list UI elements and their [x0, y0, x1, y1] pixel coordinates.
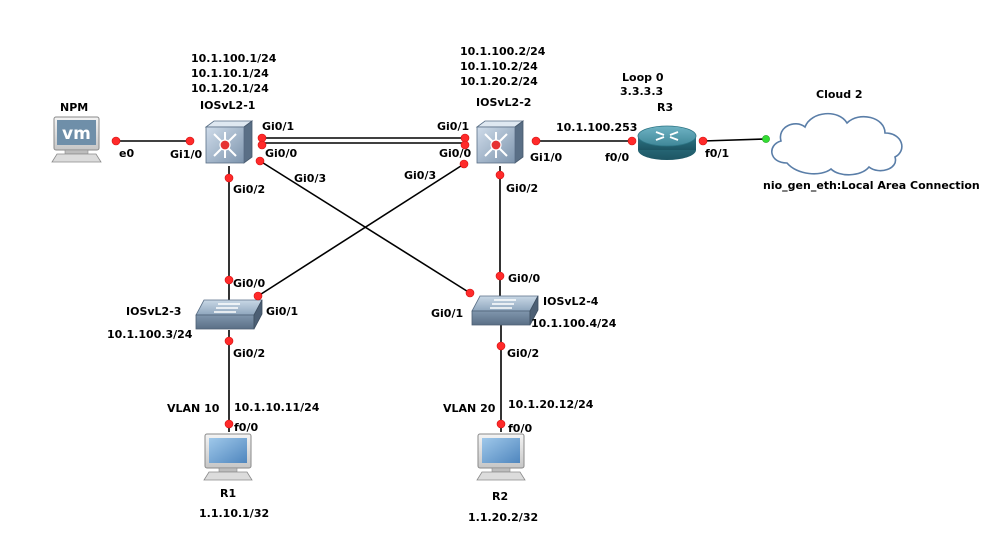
r2-label: R2	[492, 490, 508, 503]
port-label-sw4-gi0-0: Gi0/0	[508, 272, 540, 285]
r3-loop-label: Loop 0	[622, 71, 664, 84]
sw3-ip: 10.1.100.3/24	[107, 328, 193, 341]
sw4-ip: 10.1.100.4/24	[531, 317, 617, 330]
port-dot-sw2-gi1-0[interactable]	[531, 136, 541, 146]
r2-vlan: VLAN 20	[443, 402, 496, 415]
port-dot-sw2-gi0-2[interactable]	[495, 170, 505, 180]
port-label-sw1-gi1-0: Gi1/0	[170, 148, 202, 161]
switch-iosvl2-4[interactable]	[471, 295, 539, 326]
npm-vm-device[interactable]: vm	[51, 116, 102, 163]
port-label-sw1-gi0-3: Gi0/3	[294, 172, 326, 185]
sw1-label: IOSvL2-1	[200, 99, 255, 112]
switch-iosvl2-2[interactable]	[475, 120, 525, 164]
switch-arrows-icon	[214, 303, 240, 313]
port-dot-cloud[interactable]	[762, 135, 770, 143]
switch-iosvl2-1[interactable]	[204, 120, 254, 164]
port-dot-sw4-gi0-2[interactable]	[496, 341, 506, 351]
port-label-sw3-gi0-1: Gi0/1	[266, 305, 298, 318]
port-dot-sw1-gi0-2[interactable]	[224, 173, 234, 183]
r1-vlan: VLAN 10	[167, 402, 220, 415]
port-label-sw1-gi0-2: Gi0/2	[233, 183, 265, 196]
sw1-ip-3: 10.1.20.1/24	[191, 82, 269, 95]
sw4-label: IOSvL2-4	[543, 295, 599, 308]
cloud-sublabel: nio_gen_eth:Local Area Connection	[763, 179, 980, 192]
port-label-sw4-gi0-2: Gi0/2	[507, 347, 539, 360]
port-dot-r3-f0-0[interactable]	[627, 136, 637, 146]
link-r3-cloud[interactable]	[702, 138, 767, 142]
port-dot-r1-f0-0[interactable]	[224, 419, 234, 429]
port-label-sw4-gi0-1: Gi0/1	[431, 307, 463, 320]
port-label-r2-f0-0: f0/0	[508, 422, 532, 435]
switch-iosvl2-3[interactable]	[195, 299, 263, 330]
r3-loop-ip: 3.3.3.3	[620, 85, 663, 98]
port-dot-sw3-gi0-2[interactable]	[224, 336, 234, 346]
port-dot-npm-e0[interactable]	[111, 136, 121, 146]
r2-ip: 10.1.20.12/24	[508, 398, 594, 411]
port-label-r3-f0-1: f0/1	[705, 147, 729, 160]
r2-loop: 1.1.20.2/32	[468, 511, 538, 524]
port-dots	[111, 133, 770, 429]
vm-screen	[57, 120, 96, 145]
port-label-sw2-gi1-0: Gi1/0	[530, 151, 562, 164]
r3-label: R3	[657, 101, 673, 114]
port-dot-sw3-gi0-0[interactable]	[224, 275, 234, 285]
switch-arrows-icon	[490, 299, 516, 309]
port-label-sw2-gi0-1: Gi0/1	[437, 120, 469, 133]
port-label-npm-e0: e0	[119, 147, 134, 160]
vm-icon: vm	[62, 124, 91, 144]
port-dot-sw2-gi0-3[interactable]	[459, 159, 469, 169]
device-labels: NPM 10.1.100.1/24 10.1.10.1/24 10.1.20.1…	[60, 45, 980, 524]
port-dot-sw4-gi0-0[interactable]	[495, 271, 505, 281]
router-arrows-icon	[655, 131, 679, 141]
links	[116, 137, 767, 432]
sw2-label: IOSvL2-2	[476, 96, 531, 109]
r1-loop: 1.1.10.1/32	[199, 507, 269, 520]
r1-ip: 10.1.10.11/24	[234, 401, 320, 414]
r3-link-ip: 10.1.100.253	[556, 121, 637, 134]
port-dot-r3-f0-1[interactable]	[698, 136, 708, 146]
host-r1[interactable]	[203, 433, 253, 481]
port-label-sw1-gi0-1: Gi0/1	[262, 120, 294, 133]
port-label-sw3-gi0-0: Gi0/0	[233, 277, 265, 290]
cloud-label: Cloud 2	[816, 88, 863, 101]
port-labels: e0 Gi1/0 Gi0/1 Gi0/0 Gi0/3 Gi0/2 Gi0/1 G…	[119, 120, 729, 435]
sw2-ip-2: 10.1.10.2/24	[460, 60, 538, 73]
port-dot-r2-f0-0[interactable]	[496, 419, 506, 429]
port-label-sw2-gi0-2: Gi0/2	[506, 182, 538, 195]
r1-label: R1	[220, 487, 236, 500]
port-dot-sw2-gi0-0[interactable]	[460, 140, 470, 150]
port-label-r1-f0-0: f0/0	[234, 421, 258, 434]
sw2-ip-1: 10.1.100.2/24	[460, 45, 546, 58]
cloud-icon	[771, 112, 903, 176]
port-dot-sw3-gi0-1[interactable]	[253, 291, 263, 301]
port-label-sw2-gi0-0: Gi0/0	[439, 147, 471, 160]
port-dot-sw1-gi0-3[interactable]	[255, 156, 265, 166]
router-r3[interactable]	[637, 125, 697, 160]
sw1-ip-2: 10.1.10.1/24	[191, 67, 269, 80]
npm-label: NPM	[60, 101, 88, 114]
cloud-2[interactable]	[771, 112, 903, 176]
sw2-ip-3: 10.1.20.2/24	[460, 75, 538, 88]
port-label-sw1-gi0-0: Gi0/0	[265, 147, 297, 160]
port-dot-sw4-gi0-1[interactable]	[465, 288, 475, 298]
port-label-sw2-gi0-3: Gi0/3	[404, 169, 436, 182]
port-dot-sw1-gi1-0[interactable]	[185, 136, 195, 146]
sw3-label: IOSvL2-3	[126, 305, 181, 318]
link-sw2-sw3-gi0-3[interactable]	[257, 163, 465, 297]
port-label-sw3-gi0-2: Gi0/2	[233, 347, 265, 360]
port-dot-sw1-gi0-0[interactable]	[257, 140, 267, 150]
sw1-ip-1: 10.1.100.1/24	[191, 52, 277, 65]
host-r2[interactable]	[476, 433, 526, 481]
port-label-r3-f0-0: f0/0	[605, 151, 629, 164]
